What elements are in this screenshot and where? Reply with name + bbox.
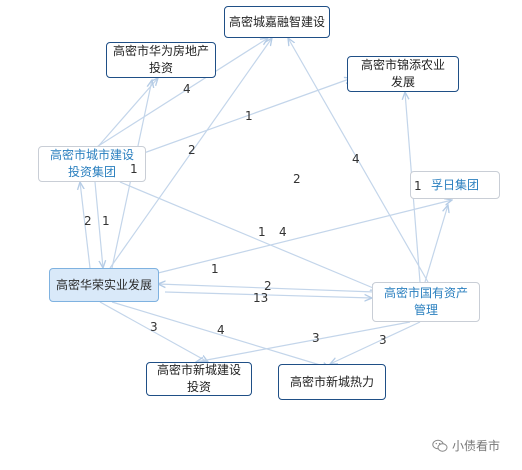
- edge-label: 2: [264, 279, 272, 293]
- edge-guoyou-to-xinchengrl: [330, 321, 421, 364]
- edge-huarong-to-jiarong: [109, 38, 272, 269]
- node-furi[interactable]: 孚日集团: [410, 171, 500, 199]
- edge-label: 4: [183, 82, 191, 96]
- node-jiarong[interactable]: 高密城嘉融智建设: [224, 6, 330, 38]
- node-xinchengrl[interactable]: 高密市新城热力: [278, 364, 386, 400]
- edge-chengjian-to-jintian: [129, 78, 352, 159]
- node-jintian[interactable]: 高密市锦添农业发展: [347, 56, 459, 92]
- edge-chengjian-to-huawei: [94, 78, 158, 151]
- edge-chengjian-to-jiarong: [91, 38, 268, 151]
- node-huawei[interactable]: 高密市华为房地产投资: [106, 42, 216, 78]
- node-xinchengjs[interactable]: 高密市新城建设投资: [146, 362, 252, 396]
- edge-huarong-to-guoyou: [164, 291, 372, 298]
- node-guoyou[interactable]: 高密市国有资产管理: [372, 282, 480, 322]
- edge-huarong-to-chengjian: [80, 182, 91, 269]
- edge-label: 13: [253, 291, 269, 305]
- edge-label: 2: [84, 214, 92, 228]
- node-jintian-label: 高密市锦添农业发展: [360, 58, 445, 89]
- edge-label: 1: [130, 162, 138, 176]
- edge-label: 2: [188, 143, 196, 157]
- edge-label: 3: [379, 333, 387, 347]
- node-chengjian-label: 高密市城市建设投资集团: [49, 148, 134, 179]
- edge-guoyou-to-furi: [424, 205, 448, 283]
- edge-guoyou-to-jiarong: [288, 38, 429, 283]
- node-huarong-label: 高密华荣实业发展: [55, 277, 152, 292]
- node-xinchengrl-label: 高密市新城热力: [289, 374, 374, 389]
- edge-label: 4: [217, 323, 225, 337]
- edge-label: 4: [279, 225, 287, 239]
- edge-huarong-to-furi: [149, 200, 452, 276]
- node-huarong[interactable]: 高密华荣实业发展: [49, 268, 159, 302]
- edge-guoyou-to-xinchengjs: [196, 321, 411, 362]
- node-huawei-label: 高密市华为房地产投资: [113, 44, 210, 75]
- edge-label: 1: [211, 262, 219, 276]
- node-furi-label: 孚日集团: [430, 177, 479, 192]
- node-chengjian[interactable]: 高密市城市建设投资集团: [38, 146, 146, 182]
- edge-chengjian-to-huarong: [94, 181, 103, 268]
- edge-label: 3: [312, 331, 320, 345]
- edge-label: 4: [352, 152, 360, 166]
- edge-guoyou-to-huarong: [158, 284, 376, 293]
- edge-label: 1: [245, 109, 253, 123]
- node-xinchengjs-label: 高密市新城建设投资: [156, 363, 241, 394]
- node-jiarong-label: 高密城嘉融智建设: [228, 14, 325, 29]
- edge-huarong-to-xinchengjs: [99, 301, 208, 362]
- edge-chengjian-to-guoyou: [119, 181, 378, 290]
- watermark-text: 小债看市: [452, 439, 501, 453]
- edge-label: 3: [150, 320, 158, 334]
- watermark: 小债看市: [432, 437, 500, 454]
- edge-label: 2: [293, 172, 301, 186]
- edge-label: 1: [414, 179, 422, 193]
- edge-label: 1: [258, 225, 266, 239]
- node-guoyou-label: 高密市国有资产管理: [383, 286, 468, 317]
- edge-huarong-to-xinchengrl: [111, 301, 330, 368]
- wechat-icon: [432, 439, 448, 452]
- edge-label: 1: [102, 214, 110, 228]
